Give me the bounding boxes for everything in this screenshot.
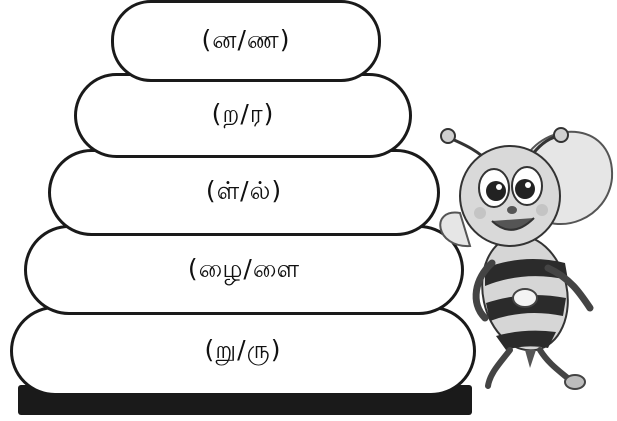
hive-tier-3: (ள்/ல்) [48, 149, 440, 236]
cartoon-bee-icon [439, 127, 614, 390]
tier-label: (ள்/ல்) [205, 176, 283, 205]
hive-tier-2: (ற/ர) [74, 73, 412, 158]
tier-label: (ன/ண) [201, 24, 291, 54]
hive-tier-1: (ன/ண) [111, 0, 381, 82]
tier-label: (று/ரு) [204, 334, 282, 364]
hive-tier-5: (று/ரு) [10, 306, 476, 396]
tier-label: (ழை/ளை [187, 253, 301, 283]
tier-label: (ற/ர) [211, 99, 275, 128]
hive-tier-4: (ழை/ளை [24, 225, 464, 315]
